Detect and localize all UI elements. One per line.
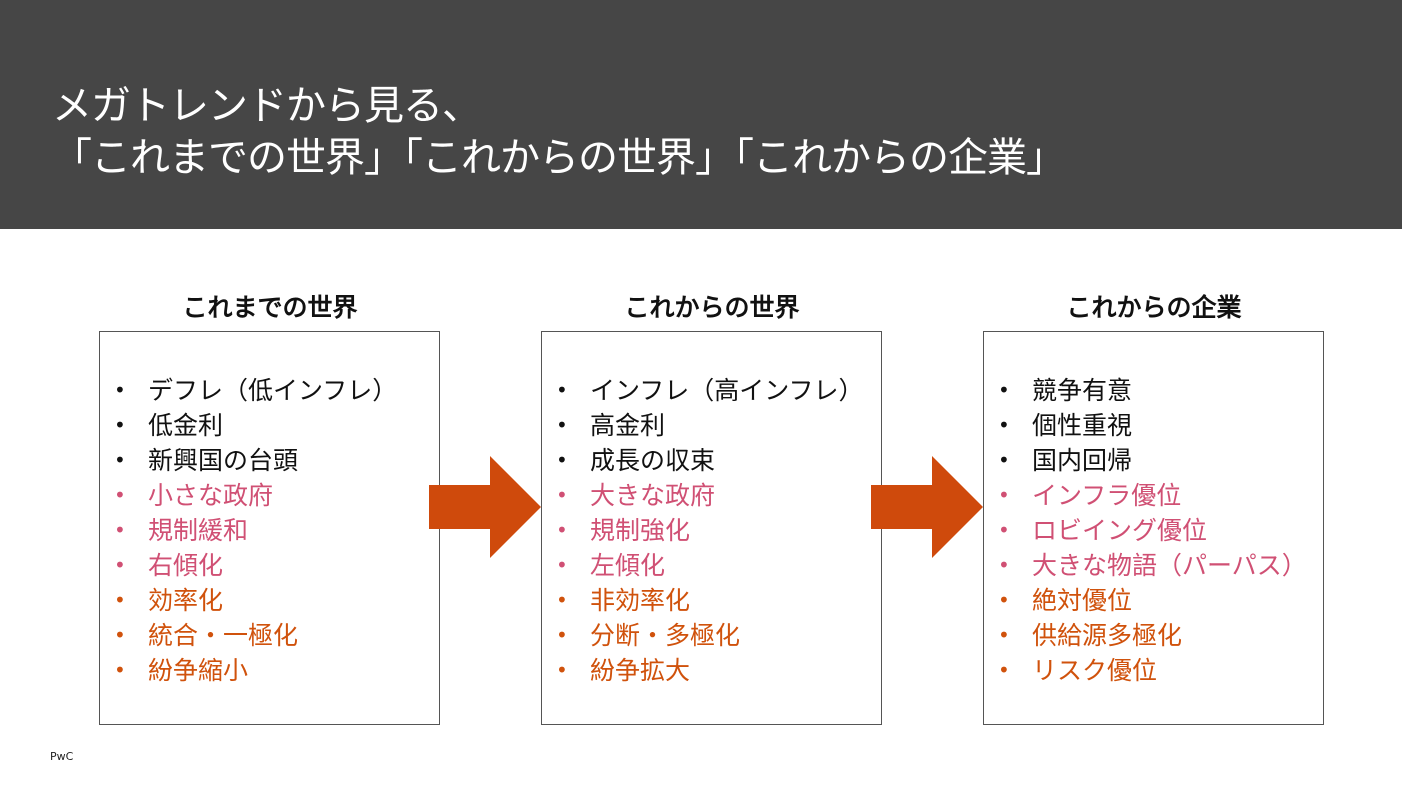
bullet-icon: • xyxy=(114,483,126,507)
list-item-text: 規制緩和 xyxy=(148,516,249,545)
column-heading-future-world: これからの世界 xyxy=(624,293,800,322)
list-item-text: 絶対優位 xyxy=(1032,586,1133,615)
bullet-icon: • xyxy=(114,413,126,437)
list-item: • 非効率化 xyxy=(556,583,864,618)
list-item: • 小さな政府 xyxy=(114,478,397,513)
list-item: • 右傾化 xyxy=(114,548,397,583)
bullet-icon: • xyxy=(556,448,568,472)
arrow-right-icon xyxy=(871,456,983,558)
bullet-icon: • xyxy=(998,483,1010,507)
list-item: • 競争有意 xyxy=(998,373,1307,408)
bullet-icon: • xyxy=(998,623,1010,647)
list-item-text: 非効率化 xyxy=(590,586,691,615)
bullet-icon: • xyxy=(998,518,1010,542)
list-item: • 成長の収束 xyxy=(556,443,864,478)
list-item: • 個性重視 xyxy=(998,408,1307,443)
bullet-icon: • xyxy=(556,378,568,402)
list-item-text: 分断・多極化 xyxy=(590,621,741,650)
list-item-text: 規制強化 xyxy=(590,516,691,545)
column-heading-future-companies: これからの企業 xyxy=(1066,293,1242,322)
list-item-text: 新興国の台頭 xyxy=(148,446,299,475)
bullet-icon: • xyxy=(114,518,126,542)
list-item-text: 紛争縮小 xyxy=(148,656,249,685)
title-line-1: メガトレンドから見る、 xyxy=(52,83,482,129)
bullet-icon: • xyxy=(998,448,1010,472)
list-item: • 効率化 xyxy=(114,583,397,618)
bullet-icon: • xyxy=(998,553,1010,577)
list-item: • リスク優位 xyxy=(998,653,1307,688)
bullet-icon: • xyxy=(998,588,1010,612)
list-item-text: 成長の収束 xyxy=(590,446,716,475)
list-item-text: 右傾化 xyxy=(148,551,224,580)
bullet-icon: • xyxy=(556,483,568,507)
bullet-icon: • xyxy=(556,413,568,437)
list-item: • ロビイング優位 xyxy=(998,513,1307,548)
bullet-icon: • xyxy=(114,448,126,472)
list-item-text: 国内回帰 xyxy=(1032,446,1133,475)
list-item: • 規制緩和 xyxy=(114,513,397,548)
bullet-icon: • xyxy=(114,588,126,612)
bullet-icon: • xyxy=(114,378,126,402)
bullet-icon: • xyxy=(556,588,568,612)
list-item: • 新興国の台頭 xyxy=(114,443,397,478)
future-companies-list: • 競争有意 • 個性重視 • 国内回帰 • インフラ優位 • ロビイング優位 • 大きな物語（パーパ… xyxy=(998,373,1307,688)
bullet-icon: • xyxy=(998,413,1010,437)
list-item-text: リスク優位 xyxy=(1032,656,1158,685)
list-item-text: 小さな政府 xyxy=(148,481,274,510)
arrow-right-icon xyxy=(429,456,541,558)
list-item: • 規制強化 xyxy=(556,513,864,548)
list-item-text: デフレ（低インフレ） xyxy=(148,376,398,405)
list-item: • インフレ（高インフレ） xyxy=(556,373,864,408)
list-item: • 紛争拡大 xyxy=(556,653,864,688)
list-item: • 高金利 xyxy=(556,408,864,443)
column-box-future-companies: • 競争有意 • 個性重視 • 国内回帰 • インフラ優位 • ロビイング優位 • 大きな物語（パーパ… xyxy=(983,331,1324,725)
bullet-icon: • xyxy=(114,623,126,647)
future-world-list: • インフレ（高インフレ） • 高金利 • 成長の収束 • 大きな政府 • 規制強化 • 左傾化 • 非効… xyxy=(556,373,864,688)
bullet-icon: • xyxy=(556,623,568,647)
list-item: • 大きな物語（パーパス） xyxy=(998,548,1307,583)
list-item: • 紛争縮小 xyxy=(114,653,397,688)
list-item-text: 大きな政府 xyxy=(590,481,716,510)
list-item-text: インフレ（高インフレ） xyxy=(590,376,864,405)
list-item: • 低金利 xyxy=(114,408,397,443)
list-item-text: 大きな物語（パーパス） xyxy=(1032,551,1307,580)
bullet-icon: • xyxy=(556,518,568,542)
list-item-text: 個性重視 xyxy=(1032,411,1133,440)
bullet-icon: • xyxy=(998,658,1010,682)
list-item: • インフラ優位 xyxy=(998,478,1307,513)
bullet-icon: • xyxy=(556,553,568,577)
column-heading-past-world: これまでの世界 xyxy=(182,293,358,322)
list-item: • デフレ（低インフレ） xyxy=(114,373,397,408)
list-item-text: 高金利 xyxy=(590,411,666,440)
arrow-right-shape xyxy=(871,456,983,558)
bullet-icon: • xyxy=(556,658,568,682)
list-item-text: 競争有意 xyxy=(1032,376,1133,405)
list-item-text: 統合・一極化 xyxy=(148,621,299,650)
title-banner: メガトレンドから見る、 「これまでの世界」「これからの世界」「これからの企業」 xyxy=(0,0,1402,229)
title-line-2: 「これまでの世界」「これからの世界」「これからの企業」 xyxy=(52,135,1066,181)
past-world-list: • デフレ（低インフレ） • 低金利 • 新興国の台頭 • 小さな政府 • 規制緩和 • 右傾化 • 効率… xyxy=(114,373,397,688)
list-item-text: 供給源多極化 xyxy=(1032,621,1183,650)
list-item: • 国内回帰 xyxy=(998,443,1307,478)
list-item-text: 左傾化 xyxy=(590,551,666,580)
arrow-right-shape xyxy=(429,456,541,558)
list-item: • 分断・多極化 xyxy=(556,618,864,653)
footer-brand: PwC xyxy=(50,750,74,763)
list-item-text: 効率化 xyxy=(148,586,224,615)
page-title: メガトレンドから見る、 「これまでの世界」「これからの世界」「これからの企業」 xyxy=(52,80,1066,184)
list-item-text: 低金利 xyxy=(148,411,224,440)
bullet-icon: • xyxy=(114,658,126,682)
list-item: • 大きな政府 xyxy=(556,478,864,513)
list-item-text: インフラ優位 xyxy=(1032,481,1182,510)
list-item-text: ロビイング優位 xyxy=(1032,516,1208,545)
bullet-icon: • xyxy=(114,553,126,577)
list-item: • 左傾化 xyxy=(556,548,864,583)
column-box-future-world: • インフレ（高インフレ） • 高金利 • 成長の収束 • 大きな政府 • 規制強化 • 左傾化 • 非効… xyxy=(541,331,882,725)
bullet-icon: • xyxy=(998,378,1010,402)
column-box-past-world: • デフレ（低インフレ） • 低金利 • 新興国の台頭 • 小さな政府 • 規制緩和 • 右傾化 • 効率… xyxy=(99,331,440,725)
list-item: • 絶対優位 xyxy=(998,583,1307,618)
list-item-text: 紛争拡大 xyxy=(590,656,691,685)
list-item: • 供給源多極化 xyxy=(998,618,1307,653)
list-item: • 統合・一極化 xyxy=(114,618,397,653)
